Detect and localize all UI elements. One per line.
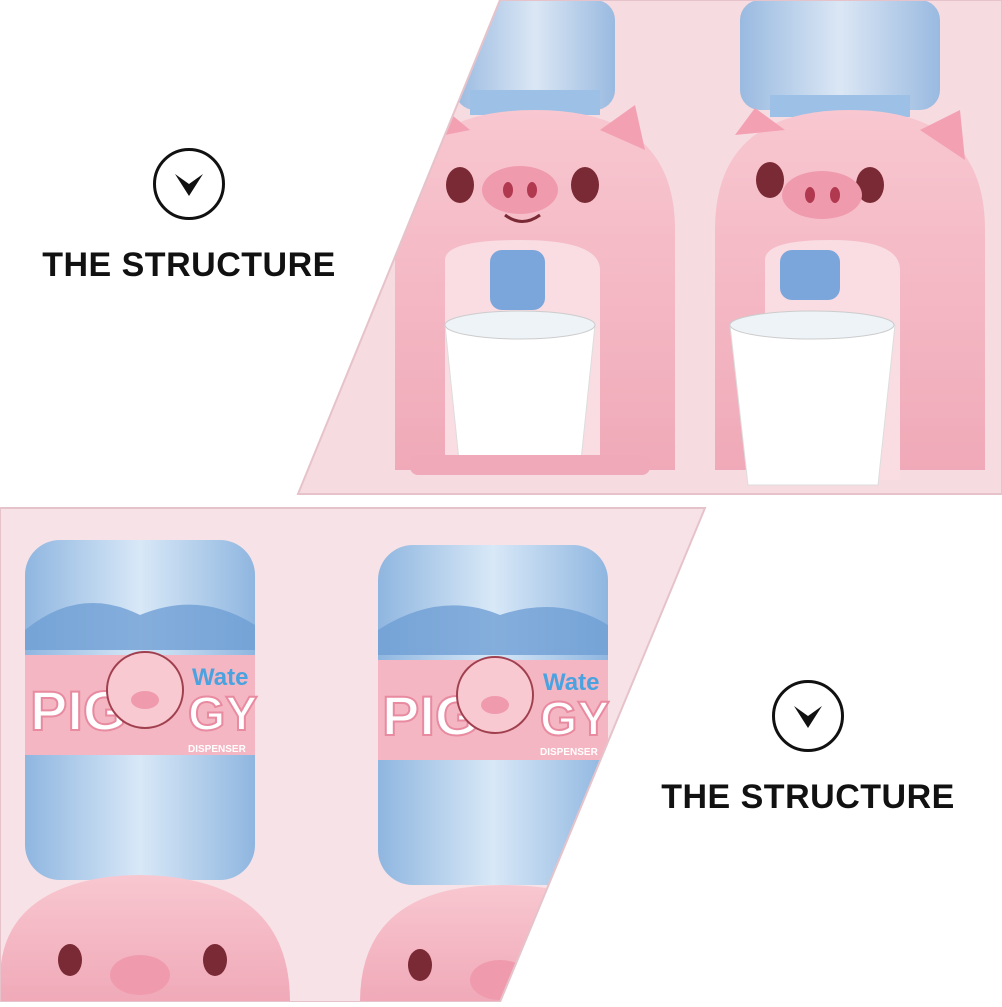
- chevron-down-icon: [153, 148, 225, 220]
- structure-section-top: THE STRUCTURE: [34, 148, 344, 285]
- bottle-left-brand-left: PIG: [30, 679, 126, 742]
- dispenser-right: [715, 0, 985, 486]
- dispenser-left: [395, 0, 675, 475]
- bottom-photo: PIG Wate GY DISPENSER PIG Wate G: [0, 508, 705, 1002]
- top-photo: [298, 0, 1002, 494]
- bottle-left: PIG Wate GY DISPENSER: [0, 540, 290, 1002]
- chevron-down-icon: [772, 680, 844, 752]
- bottle-right-brand-right: GY: [540, 693, 609, 746]
- bottle-right: PIG Wate GY DISPENSER: [360, 545, 640, 1002]
- structure-section-bottom: THE STRUCTURE: [652, 680, 964, 817]
- bottle-left-word: Wate: [192, 664, 248, 691]
- bottle-right-subtitle: DISPENSER: [540, 747, 599, 758]
- section-heading: THE STRUCTURE: [661, 778, 955, 816]
- bottle-left-subtitle: DISPENSER: [188, 744, 247, 755]
- bottle-right-word: Wate: [543, 669, 599, 696]
- section-heading: THE STRUCTURE: [42, 246, 336, 284]
- bottle-left-brand-right: GY: [188, 688, 257, 741]
